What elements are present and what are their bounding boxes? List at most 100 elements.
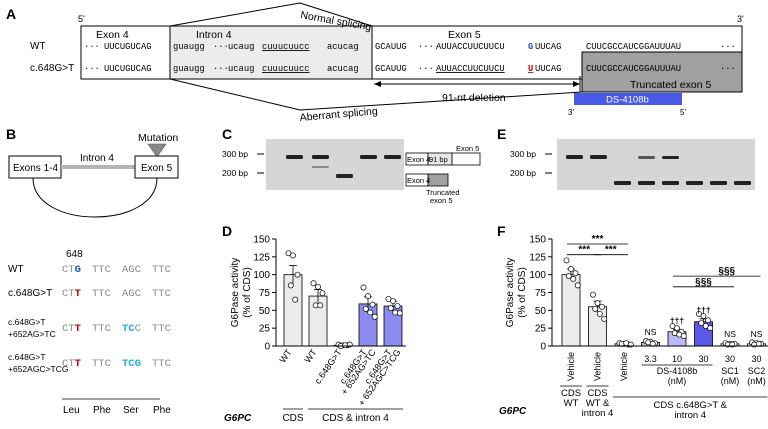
mutant-row-label: c.648G>T [30,63,74,74]
data-point [674,325,680,332]
aberrant-splicing-label: Aberrant splicing [299,105,378,124]
ellipsis: ··· [213,64,229,74]
codon: TTC [92,288,111,300]
exon5-legend-box [451,152,481,166]
y-tick-label: 25 [535,324,547,335]
x-tick-label: Vehicle [619,352,629,381]
codon: CTT [62,288,81,300]
five-prime-end: 5' [78,14,85,24]
x-tick-label: 30 [751,354,761,364]
group-label: CDS c.648G>T & [654,400,728,411]
exon5-wt-pre: AUUACCUUCUUCU [436,42,505,52]
amino-acid-label: Phe [93,405,111,416]
codon: TTC [152,323,171,335]
y-tick-label: 125 [529,252,546,263]
gel-band [336,174,353,178]
group-label: WT [564,398,579,409]
aso-three-prime: 3' [568,108,574,117]
data-point [367,309,374,316]
gel-band [312,155,329,159]
data-point [599,303,605,310]
point-mark: NS [724,329,736,339]
codon: TTC [92,323,111,335]
y-tick-label: 0 [264,342,270,353]
data-point [394,303,401,310]
exon5-seq-post: UUCAG [535,64,561,74]
treatment-label: SC2 [748,366,766,376]
gel-band [590,155,607,159]
data-point [360,284,367,291]
intron4-label-b: Intron 4 [80,153,114,164]
legend-exon4-2: Exon 4 [407,176,430,185]
exons14-label: Exons 1-4 [13,163,58,174]
data-point [390,298,396,305]
data-point [592,305,599,312]
aso-label: DS-4108b [606,95,649,106]
y-tick-label: 75 [259,288,271,299]
deletion-label: 91-nt deletion [442,92,506,104]
codon: CTT [62,323,81,335]
point-mark: NS [645,327,657,337]
ellipsis: ··· [418,42,434,52]
y-tick-label: 150 [529,235,546,246]
panel-label-f: F [497,223,506,239]
data-point [365,293,371,300]
treatment-label: DS-4108b [657,366,698,376]
truncated-exon5-box [581,51,743,93]
panel-c: C 300 bp 200 bp Exon 4 91 bp Exon 5 Exon… [222,126,481,205]
gel-band [662,181,679,185]
exon5-seq-a: GCAUUG [375,64,407,74]
amino-acid-label: Ser [123,405,139,416]
gel-band [638,181,655,185]
aberrant-splice-line-right [299,91,583,111]
data-point [680,333,687,339]
exon4-title: Exon 4 [96,29,129,41]
treatment-unit: (nM) [747,376,766,386]
x-tick-label: WT [302,347,319,365]
codon-row-label: c.648G>T [8,352,46,362]
x-tick-label: Vehicle [593,352,603,381]
treatment-unit: (nM) [721,376,740,386]
amino-acid-label: Leu [63,405,80,416]
gel-band [734,181,751,185]
group-label: intron 4 [582,408,614,419]
intron4-title: Intron 4 [196,29,232,41]
aberrant-splice-line-left [169,78,301,111]
codon: TTC [92,264,111,276]
gel-band [662,156,679,159]
data-point [707,325,714,332]
data-point [596,310,603,317]
point-mark: ††† [696,305,710,315]
codon: CTT [62,358,81,370]
y-tick-label: 25 [259,324,271,335]
data-point [700,313,707,319]
ellipsis: ··· [84,42,100,52]
gel-c [266,139,404,190]
data-point [287,282,294,289]
intron-seq-underlined: cuuucuucc [262,64,310,74]
exon4-seq: UUCUGUCAG [104,64,152,74]
data-point [590,291,596,298]
data-point [565,273,572,280]
exon5-seq-tail: CUUCGCCAUCGGAUUUAU [586,64,681,74]
marker-200bp: 200 bp [222,168,248,178]
truncated-exon5-label: Truncated exon 5 [630,79,711,91]
panel-b: B Mutation Exons 1-4 Intron 4 Exon 5 648… [6,126,179,416]
gel-band [360,155,377,159]
intron-seq-b: ucaug [228,42,254,52]
y-tick-label: 125 [253,252,270,263]
wt-sequence: ··· UUCUGUCAG guaugg ··· ucaug cuuucuucc… [84,42,736,52]
ellipsis: ··· [213,42,229,52]
intron4-box [169,25,373,80]
data-point [371,313,378,320]
treatment-label: SC1 [721,366,739,376]
gel-band [638,156,655,159]
data-point [563,257,570,264]
gel-band [614,181,631,185]
panel-label-c: C [222,126,232,142]
exon5-label-b: Exon 5 [141,163,173,174]
position-label: 648 [66,249,83,260]
